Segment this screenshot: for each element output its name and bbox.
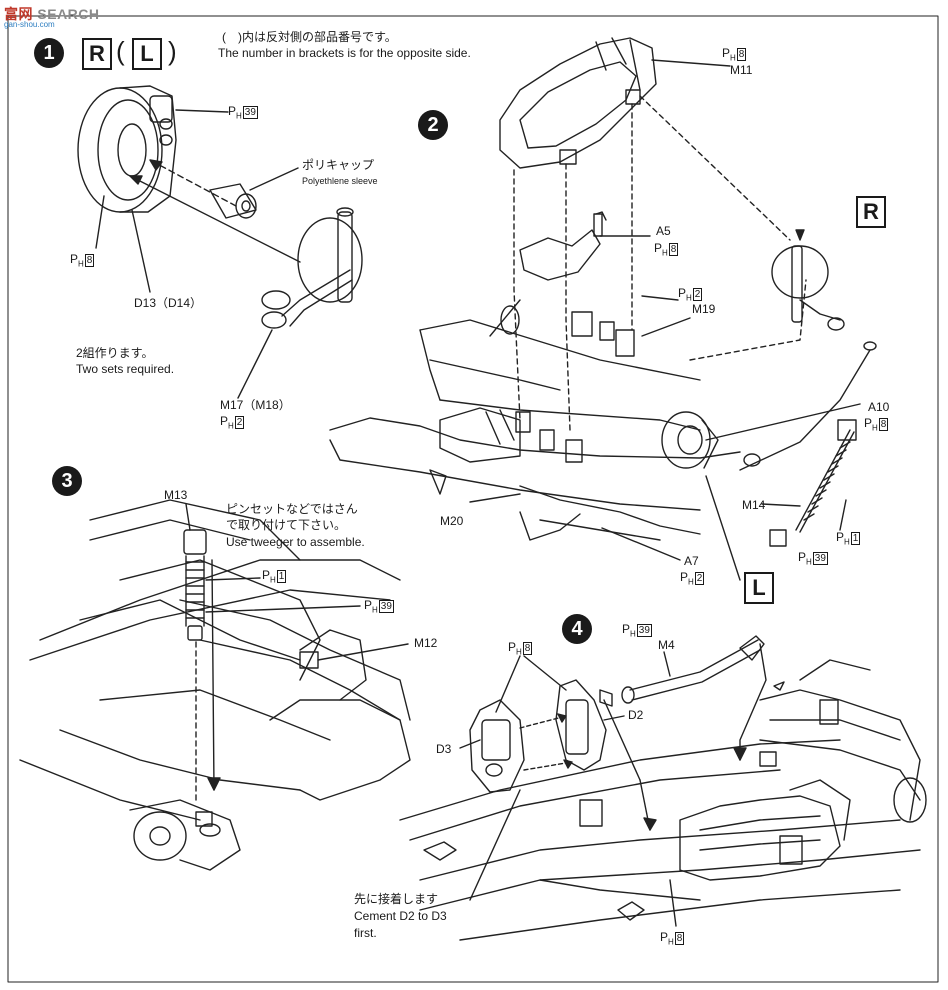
part-d2: D2 [628,708,644,722]
part-a5: A5 [656,224,671,238]
watermark-logo: 富网 SEARCH [4,4,100,24]
step2-drawing [329,37,877,581]
part-d3: D3 [436,742,452,756]
ph-prefix: P [364,598,373,612]
step1-drawing [77,85,363,399]
ph-prefix: P [262,568,271,582]
cement-en-line1: Cement D2 to D3 [354,909,447,923]
ph-prefix: P [660,930,669,944]
part-m11: M11 [730,63,753,77]
step4-drawing [399,635,927,941]
ph-number: 8 [878,418,889,431]
ph-number: 1 [276,570,287,583]
part-m12: M12 [414,636,438,650]
ph-number: 8 [522,642,533,655]
watermark-brand-b: 网 [18,6,33,22]
ph-prefix: P [864,416,873,430]
ph-prefix: P [798,550,807,564]
ph-prefix: P [836,530,845,544]
step1-paren-open: ( [116,36,125,66]
ph-number: 8 [668,243,679,256]
ph-prefix: P [508,640,517,654]
part-m19: M19 [692,302,716,316]
ph-prefix: P [654,241,663,255]
ph-number: 2 [692,288,703,301]
ph-prefix: P [722,46,731,60]
watermark-url: gan-shou.com [4,20,55,29]
step3-number: 3 [52,466,82,496]
cement-jp: 先に接着します [354,892,439,906]
part-a7: A7 [684,554,699,568]
step3-drawing [19,499,411,871]
step4-number: 4 [562,614,592,644]
part-m14: M14 [742,498,766,512]
ph-number: 39 [812,552,828,565]
watermark-brand-a: 富 [4,6,19,22]
ph-prefix: P [70,252,79,266]
watermark-search: SEARCH [37,6,100,22]
part-d13: D13（D14） [134,296,203,310]
note-jp: ( )内は反対側の部品番号です。 [222,30,397,44]
step2-side-r: R [856,196,886,228]
ph-number: 39 [636,624,652,637]
ph-number: 2 [234,416,245,429]
step1-side-r: R [82,38,112,70]
ph-prefix: P [680,570,689,584]
sets-label-jp: 2組作ります。 [76,346,154,360]
sleeve-label-jp: ポリキャップ [302,158,375,172]
note-en: The number in brackets is for the opposi… [218,46,471,60]
sleeve-label-en: Polyethlene sleeve [302,176,378,186]
sets-label-en: Two sets required. [76,362,175,376]
step1-paren-close: ) [168,36,177,66]
part-m13: M13 [164,488,188,502]
ph-number: 39 [378,600,394,613]
ph-prefix: P [220,414,229,428]
tweezer-en: Use tweeger to assemble. [226,535,365,549]
ph-prefix: P [622,622,631,636]
cement-en-line2: first. [354,926,377,940]
ph-prefix: P [678,286,687,300]
step2-side-l: L [744,572,774,604]
ph-number: 1 [850,532,861,545]
tweezer-jp-line1: ピンセットなどではさん [226,502,358,516]
part-m4: M4 [658,638,675,652]
ph-number: 8 [84,254,95,267]
ph-prefix: P [228,104,237,118]
step1-number: 1 [34,38,64,68]
tweezer-jp-line2: で取り付けて下さい。 [226,518,347,532]
ph-number: 2 [694,572,705,585]
part-m20: M20 [440,514,464,528]
step2-number: 2 [418,110,448,140]
ph-number: 39 [242,106,258,119]
ph-number: 8 [736,48,747,61]
ph-number: 8 [674,932,685,945]
part-m17: M17（M18） [220,398,291,412]
step1-side-l: L [132,38,162,70]
part-a10: A10 [868,400,890,414]
